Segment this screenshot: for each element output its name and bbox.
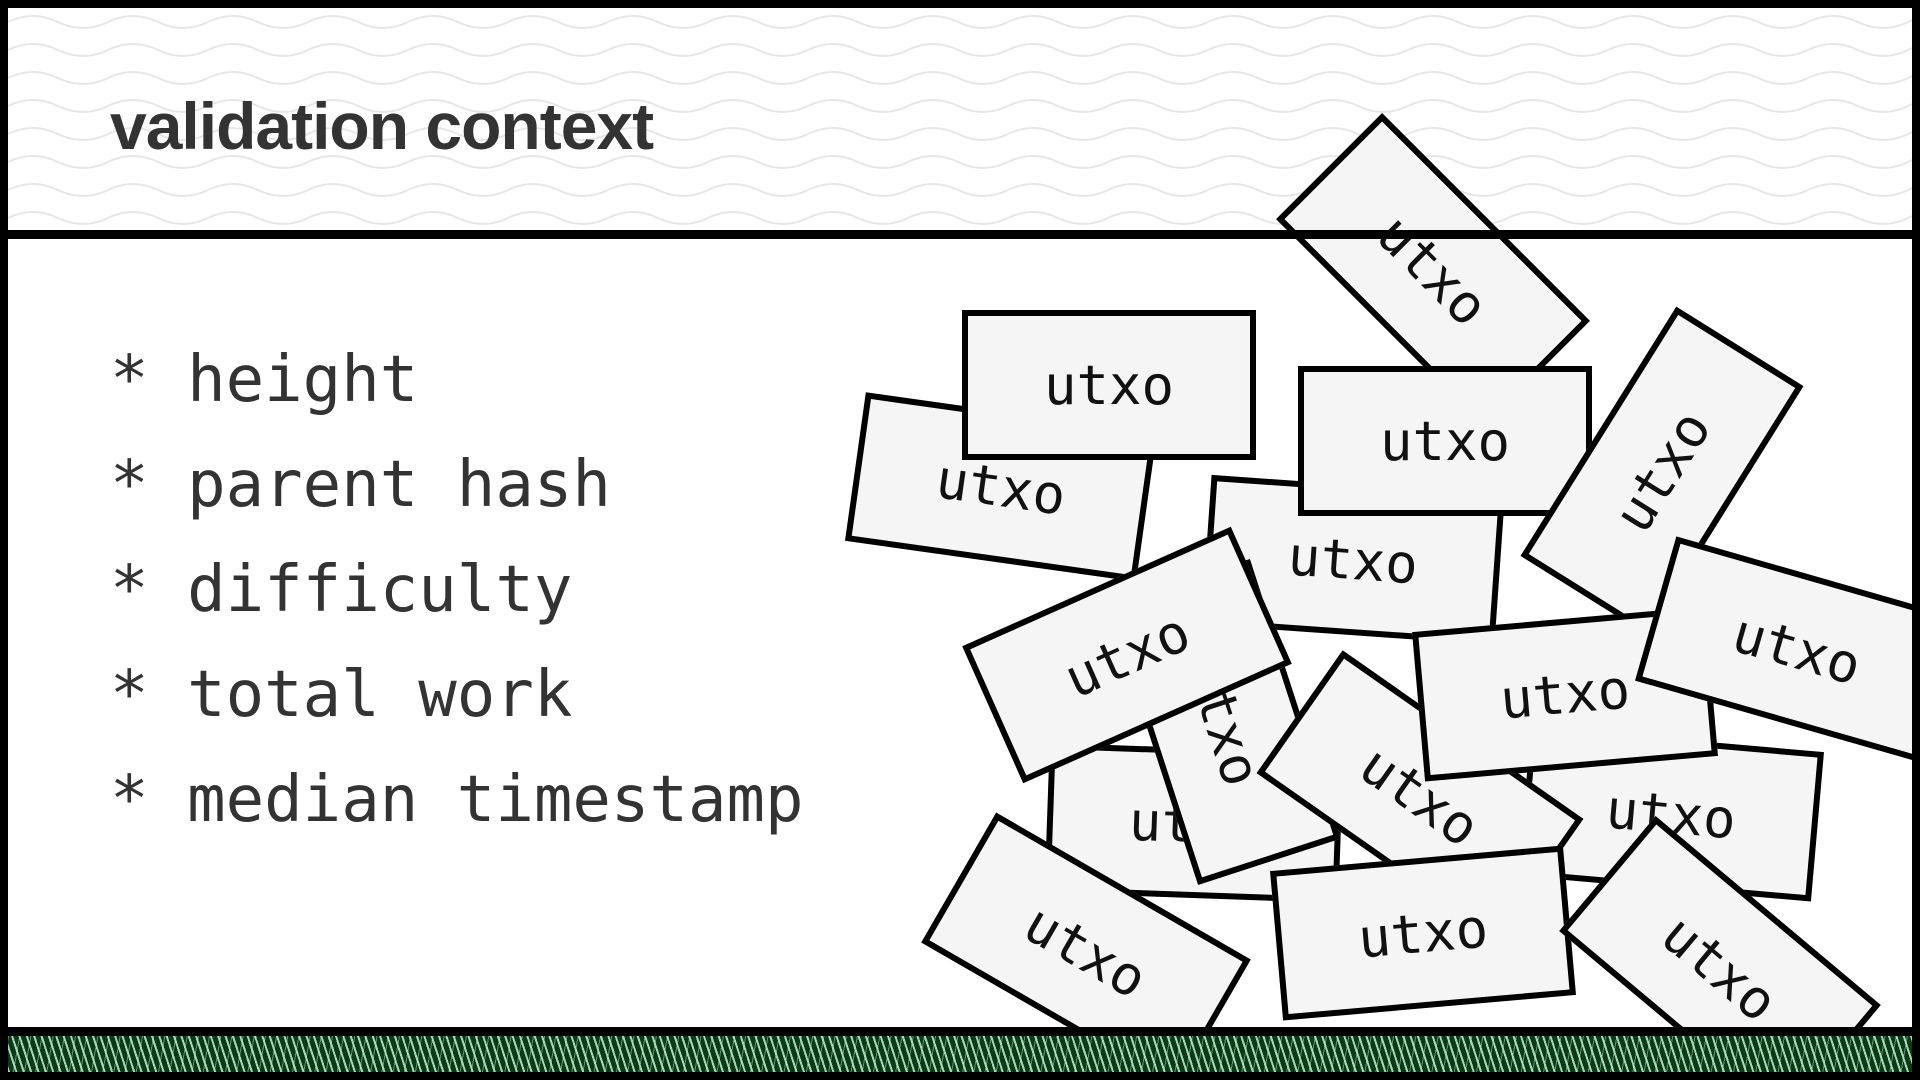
bullet-item: * height bbox=[110, 343, 419, 417]
bullet-item: * parent hash bbox=[110, 448, 611, 522]
utxo-card: utxo bbox=[1298, 366, 1592, 516]
slide-header bbox=[8, 8, 1912, 230]
slide-title: validation context bbox=[110, 89, 654, 163]
utxo-card: utxo bbox=[1270, 845, 1576, 1021]
footer-texture bbox=[8, 1036, 1912, 1072]
bullet-item: * median timestamp bbox=[110, 763, 804, 837]
wave-pattern bbox=[8, 8, 1912, 230]
bullet-item: * difficulty bbox=[110, 553, 573, 627]
bullet-item: * total work bbox=[110, 658, 573, 732]
utxo-pile: utxo utxo utxo utxo utxo utxo utxo utxo … bbox=[8, 8, 1912, 1072]
utxo-card: utxo bbox=[962, 310, 1256, 460]
slide: validation context * height * parent has… bbox=[8, 8, 1912, 1072]
header-divider bbox=[8, 230, 1912, 239]
footer-divider bbox=[8, 1027, 1912, 1036]
bullet-list: * height * parent hash * difficulty * to… bbox=[110, 328, 804, 853]
